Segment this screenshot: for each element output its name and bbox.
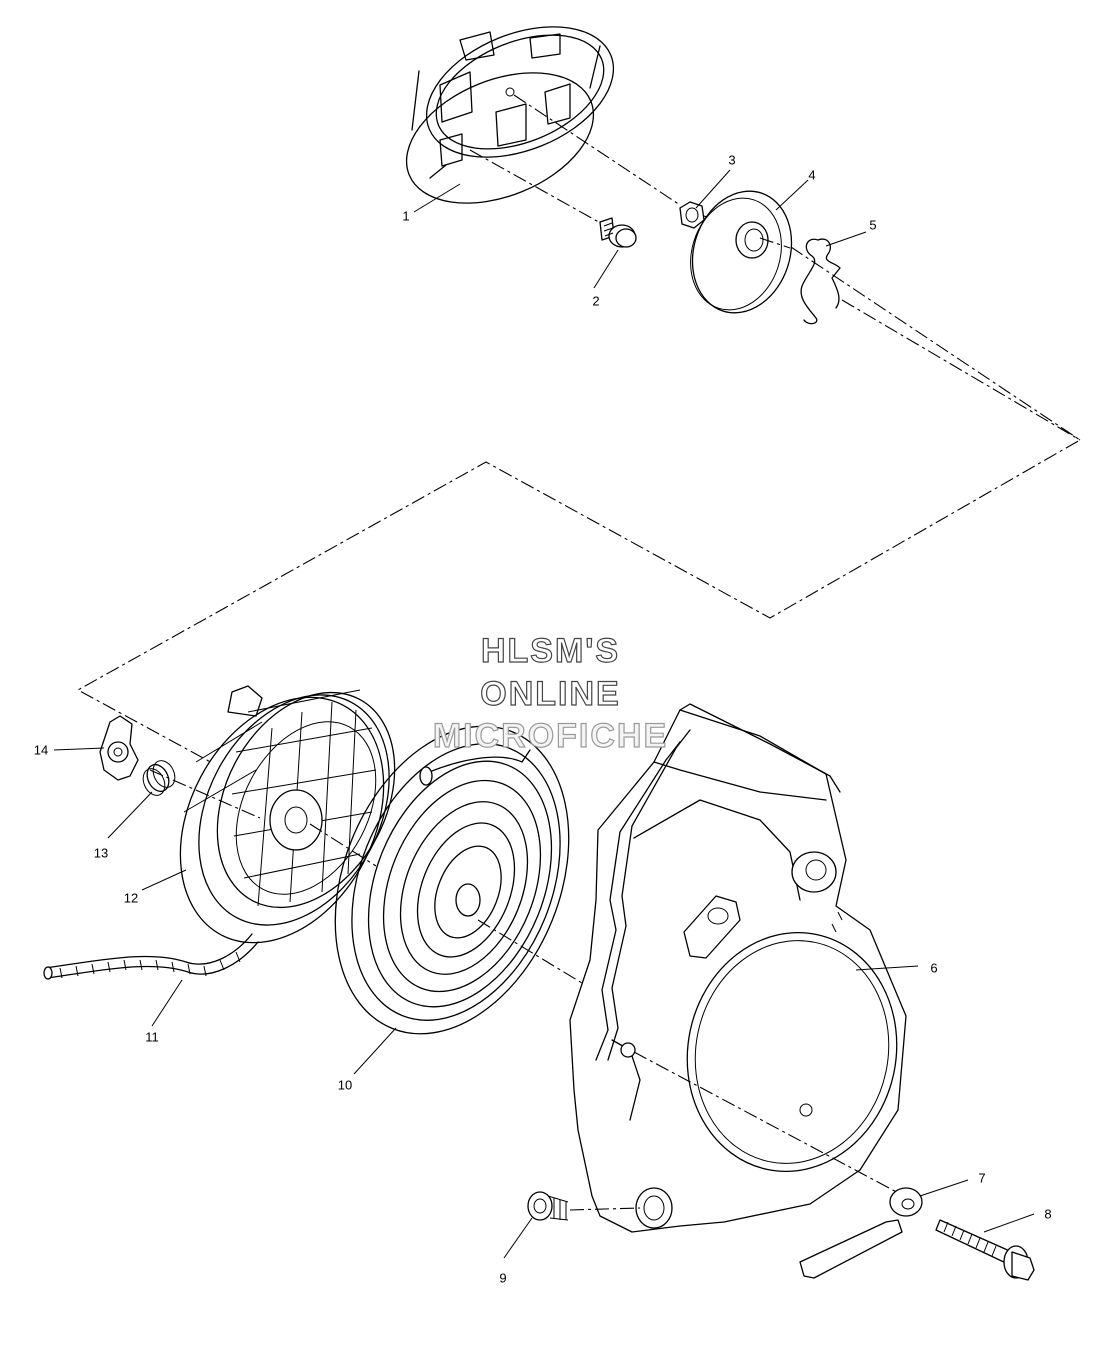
- callout-3: 3: [728, 152, 736, 168]
- callout-4: 4: [808, 167, 816, 183]
- callout-6: 6: [930, 960, 938, 976]
- part-7-handle: [799, 1187, 923, 1279]
- callout-11: 11: [145, 1029, 159, 1045]
- part-2-bolt: [599, 217, 637, 248]
- part-10-recoil-spring: [334, 725, 611, 1035]
- callout-1: 1: [402, 208, 410, 224]
- leader-lines: [53, 169, 1035, 1259]
- callout-2: 2: [592, 293, 600, 309]
- part-8-screw: [935, 1219, 1035, 1281]
- part-1-starter-cup: [405, 26, 681, 226]
- watermark-line-3: MICROFICHE: [432, 717, 669, 755]
- part-6-recoil-housing: [569, 703, 907, 1233]
- part-12-rope-reel: [149, 685, 396, 944]
- part-4-pulley-plate: [690, 190, 793, 314]
- part-11-starter-rope: [43, 933, 259, 980]
- callout-8: 8: [1044, 1206, 1052, 1222]
- watermark-line-1: HLSM'S: [480, 632, 621, 670]
- callout-13: 13: [93, 845, 109, 861]
- callout-14: 14: [33, 742, 49, 758]
- watermark-line-2: ONLINE: [480, 675, 621, 713]
- part-13-pawl-spring: [142, 760, 176, 796]
- callout-12: 12: [123, 890, 139, 906]
- callout-10: 10: [337, 1077, 353, 1093]
- callout-7: 7: [978, 1170, 986, 1186]
- part-9-fitting: [527, 1191, 641, 1221]
- part-5-clip: [800, 238, 1081, 441]
- callout-5: 5: [869, 217, 877, 233]
- part-14-pawl: [99, 715, 139, 781]
- assembly-guide-line: [76, 232, 1082, 779]
- callout-9: 9: [499, 1270, 507, 1286]
